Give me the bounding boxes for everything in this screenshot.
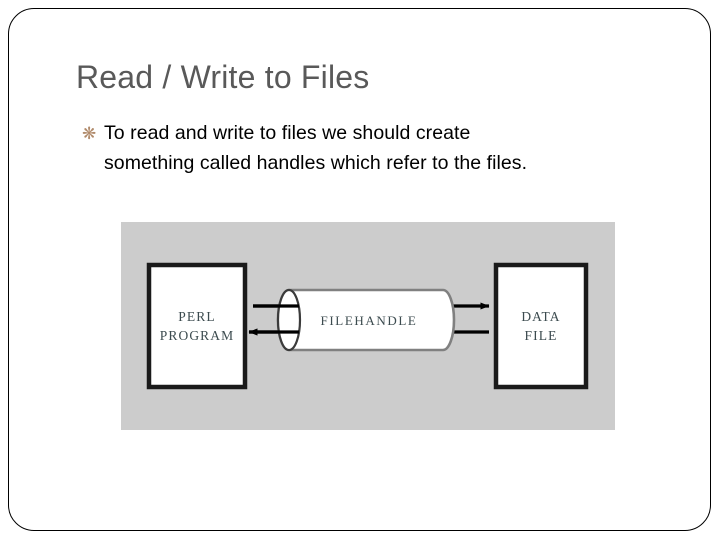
body-content: ❋ To read and write to files we should c… [82,118,682,178]
bullet-text: To read and write to files we should cre… [104,118,682,178]
diagram-image: PERL PROGRAM DATA FILE [121,222,615,430]
bullet-line-1: To read and write to files we should cre… [104,122,471,144]
perl-program-label-line-2: PROGRAM [160,328,234,343]
node-data-file: DATA FILE [493,262,589,390]
perl-program-label-line-1: PERL [178,309,215,324]
ornament-bullet-icon: ❋ [82,124,97,144]
filehandle-label: FILEHANDLE [321,313,418,328]
node-filehandle: FILEHANDLE [276,288,456,352]
data-file-label-line-2: FILE [525,328,558,343]
diagram-svg: PERL PROGRAM DATA FILE [146,262,589,390]
list-item: ❋ To read and write to files we should c… [82,118,682,178]
bullet-line-2: something called handles which refer to … [104,152,528,174]
data-file-box [493,262,589,390]
data-file-label-line-1: DATA [521,309,560,324]
node-perl-program: PERL PROGRAM [146,262,248,390]
perl-program-box [146,262,248,390]
filehandle-cylinder-opening [276,288,302,352]
page-title: Read / Write to Files [76,59,370,95]
